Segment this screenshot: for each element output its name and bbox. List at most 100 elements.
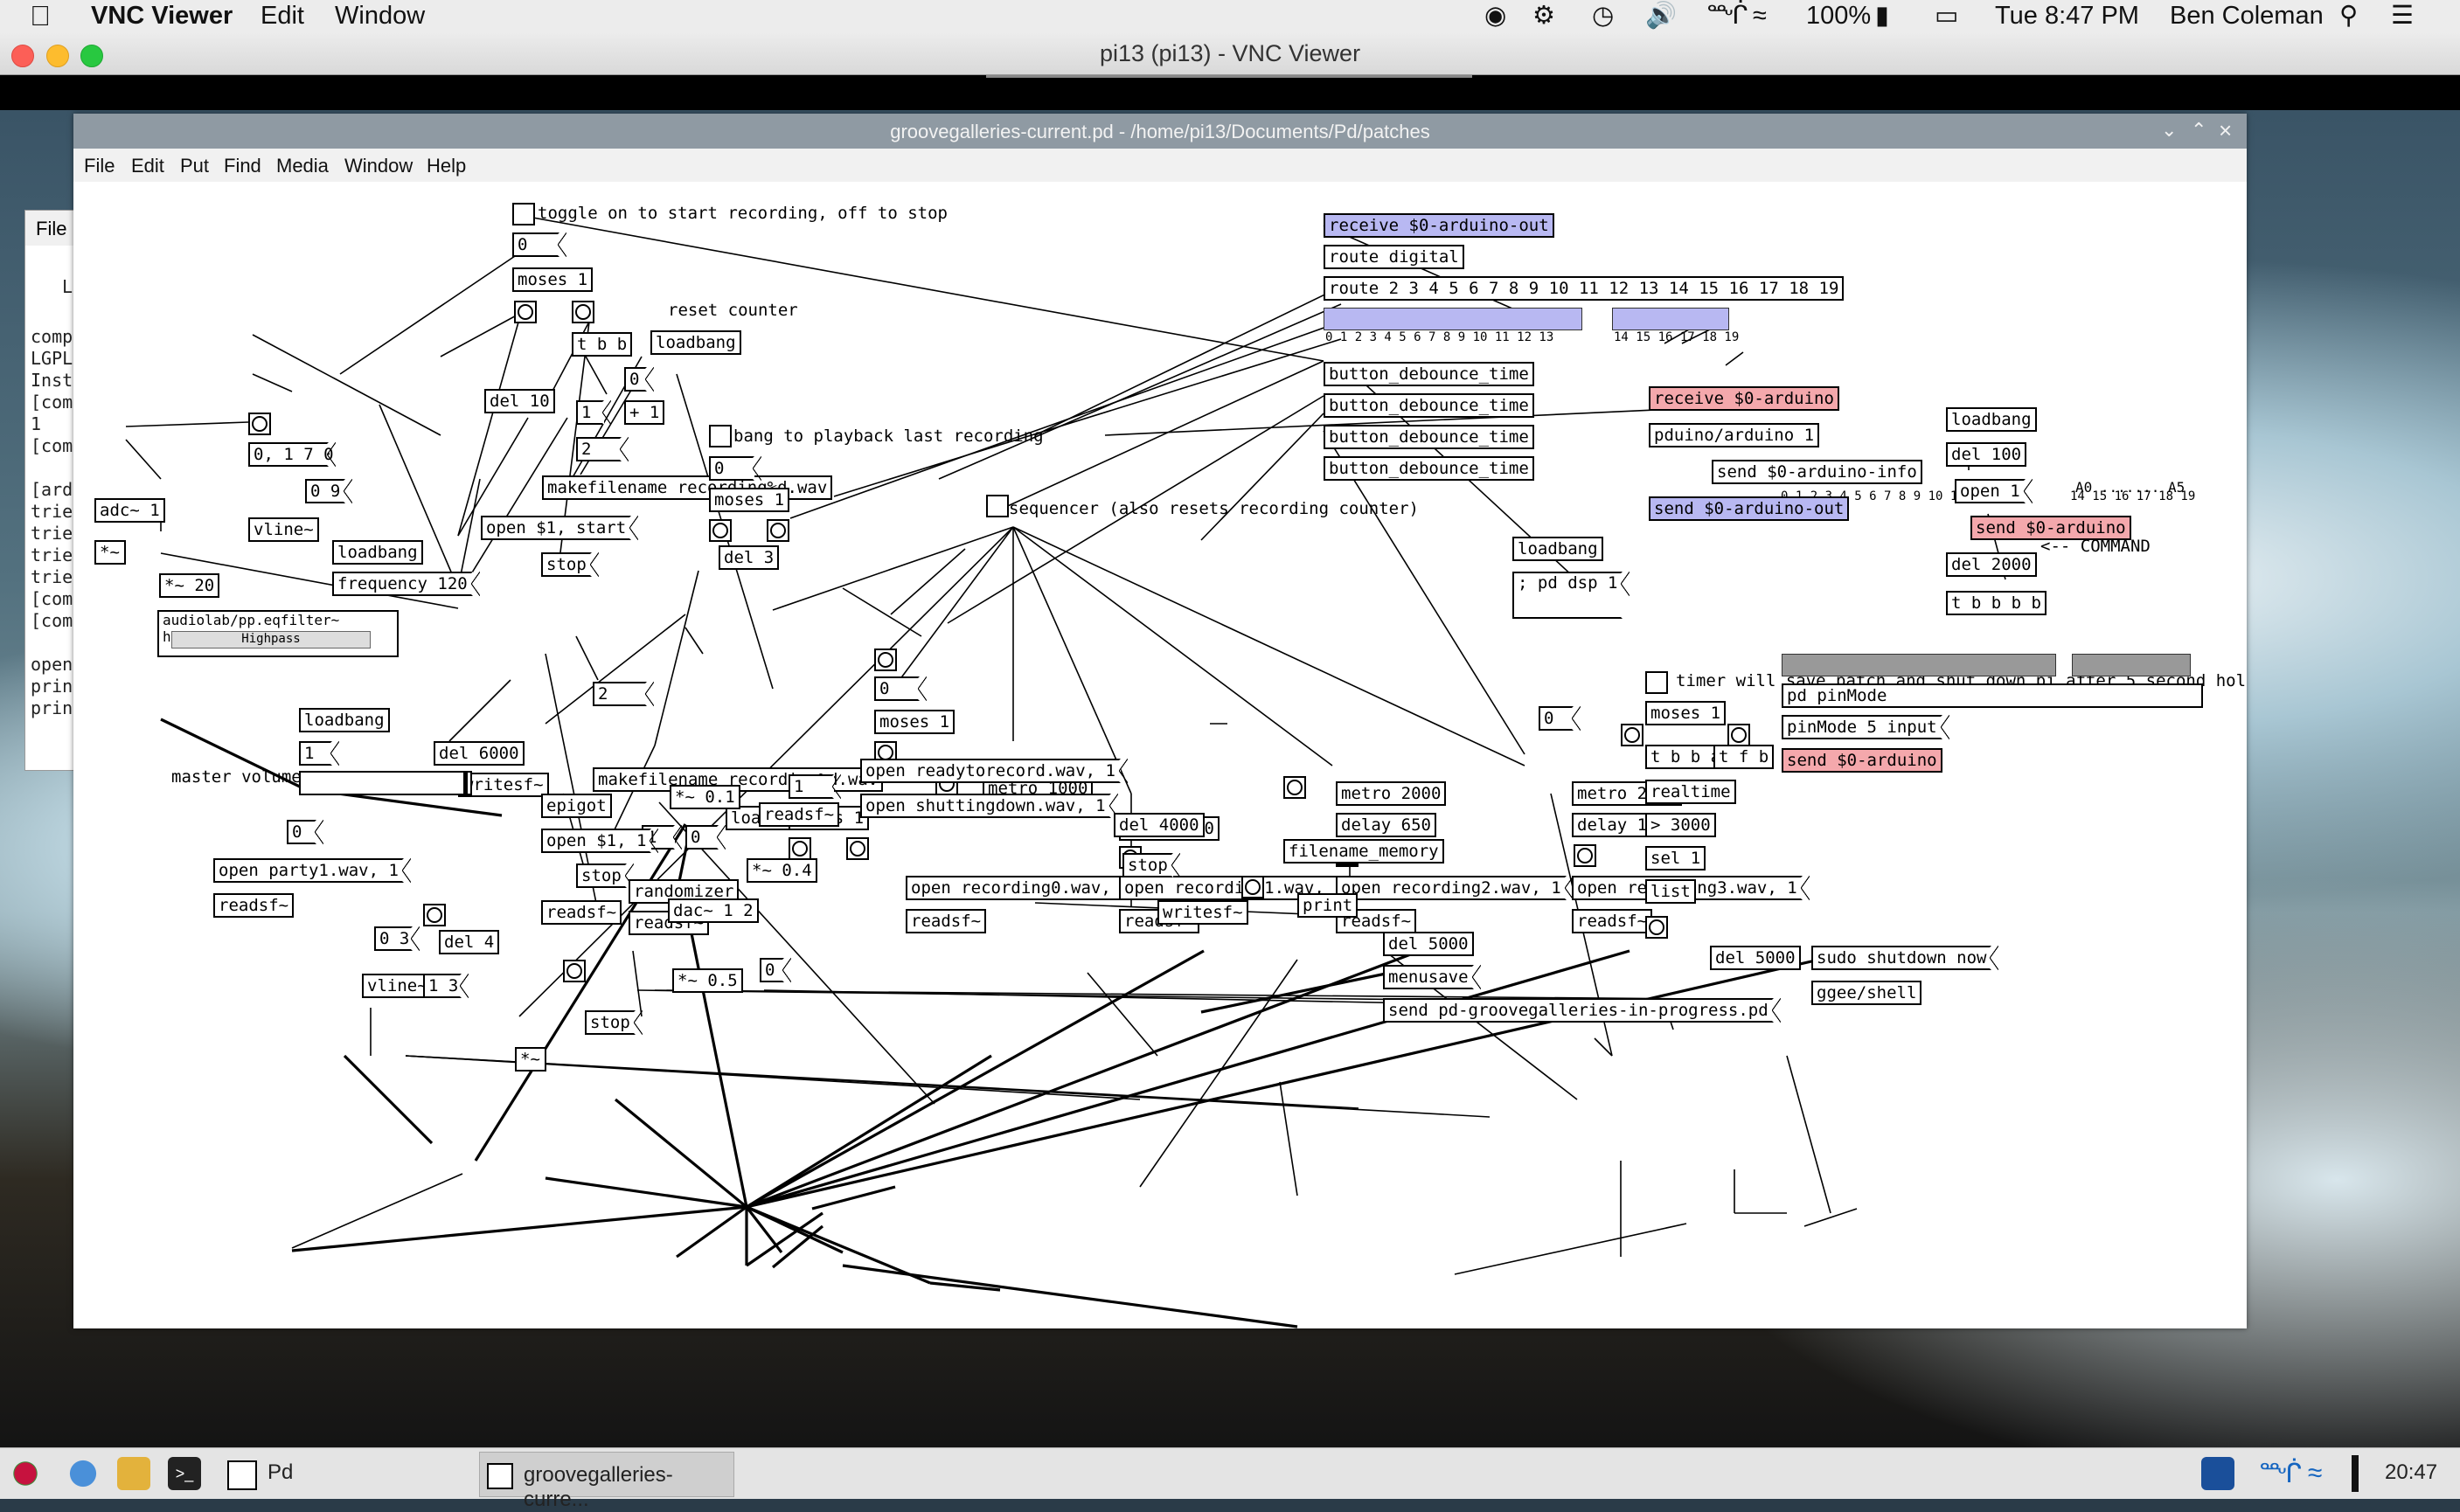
object-box[interactable]: readsf~ [213, 893, 295, 918]
highpass-button[interactable]: Highpass [171, 631, 371, 648]
object-box[interactable]: del 4 [439, 930, 500, 954]
message-box[interactable]: 0 [874, 676, 927, 701]
pin-mode-radio-b[interactable] [2072, 654, 2191, 676]
object-box[interactable]: metro 2000 [1336, 781, 1447, 806]
object-box[interactable]: button_debounce_time [1324, 425, 1534, 449]
object-box[interactable]: del 2000 [1946, 552, 2037, 577]
object-box[interactable]: dac~ 1 2 [668, 898, 759, 923]
object-box[interactable]: del 100 [1946, 442, 2027, 467]
wifi-icon[interactable]: ≈ [2308, 1459, 2323, 1488]
close-button[interactable] [11, 45, 34, 67]
object-box[interactable]: t b b b b [1946, 591, 2047, 615]
pd-patch-window[interactable]: groovegalleries-current.pd - /home/pi13/… [73, 114, 2247, 1328]
wifi-icon[interactable]: ≈ [1753, 2, 1767, 30]
spotlight-search-icon[interactable]: ⚲ [2339, 2, 2359, 30]
object-box[interactable]: button_debounce_time [1324, 393, 1534, 418]
bang-button[interactable] [1727, 724, 1750, 746]
slider-handle[interactable] [463, 773, 468, 794]
playback-bang[interactable] [709, 425, 732, 447]
object-box[interactable]: del 5000 [1383, 932, 1474, 956]
object-box[interactable]: loadbang [332, 540, 423, 565]
notification-center-icon[interactable]: ☰ [2391, 2, 2414, 30]
raspberry-menu-icon[interactable] [9, 1457, 42, 1490]
message-box[interactable]: 1 [789, 774, 841, 799]
minimize-button[interactable] [46, 45, 69, 67]
message-box[interactable]: 0 [624, 367, 654, 392]
message-box[interactable]: 0 [685, 825, 726, 850]
send-arduino-2[interactable]: send $0-arduino [1782, 748, 1942, 773]
message-box[interactable]: sudo shutdown now [1811, 946, 1999, 970]
pd-menu-media[interactable]: Media [276, 155, 329, 177]
bang-button[interactable] [789, 837, 811, 860]
pd-menu-window[interactable]: Window [344, 155, 413, 177]
object-box[interactable]: > 3000 [1645, 813, 1716, 837]
send-arduino-out[interactable]: send $0-arduino-out [1649, 496, 1850, 521]
digital-pin-toggles-b[interactable] [1612, 308, 1729, 330]
bang-button[interactable] [514, 301, 537, 323]
user-name[interactable]: Ben Coleman [2170, 2, 2324, 30]
volume-bar-icon[interactable] [2352, 1455, 2359, 1492]
bang-button[interactable] [846, 837, 869, 860]
bang-button[interactable] [248, 413, 271, 435]
send-arduino[interactable]: send $0-arduino [1970, 516, 2131, 540]
menu-window[interactable]: Window [335, 2, 426, 30]
object-box[interactable]: del 4000 [1114, 813, 1205, 837]
message-box[interactable]: open readytorecord.wav, 1 [860, 759, 1128, 783]
message-box[interactable]: stop [1122, 853, 1180, 877]
terminal-icon[interactable]: >_ [168, 1457, 201, 1490]
object-box[interactable]: *~ 0.5 [672, 968, 743, 993]
bang-button[interactable] [563, 960, 586, 982]
record-toggle[interactable] [512, 203, 535, 225]
object-box[interactable]: *~ 20 [159, 573, 220, 598]
pd-menu-help[interactable]: Help [427, 155, 467, 177]
menu-edit[interactable]: Edit [261, 2, 304, 30]
object-box[interactable]: readsf~ [1336, 909, 1417, 933]
object-box[interactable]: vline~ [362, 974, 433, 998]
message-box[interactable]: stop [576, 864, 634, 888]
pin-mode-radio-a[interactable] [1782, 654, 2056, 676]
object-box[interactable]: *~ [515, 1047, 546, 1072]
pd-taskbar-label[interactable]: Pd [268, 1460, 294, 1484]
task-button-groovegalleries[interactable]: groovegalleries-curre... [479, 1452, 734, 1511]
object-box[interactable]: readsf~ [1572, 909, 1653, 933]
bluetooth-icon[interactable]: ᙲ [1706, 2, 1748, 30]
bang-button[interactable] [1241, 876, 1264, 898]
bang-button[interactable] [767, 519, 789, 542]
close-icon[interactable]: × [2219, 117, 2233, 143]
bang-button[interactable] [572, 301, 594, 323]
message-box[interactable]: stop [541, 552, 599, 577]
bang-button[interactable] [709, 519, 732, 542]
menu-app-name[interactable]: VNC Viewer [91, 2, 233, 30]
vnc-server-icon[interactable] [2201, 1457, 2234, 1490]
object-box[interactable]: writesf~ [1157, 900, 1248, 925]
object-box[interactable]: sel 1 [1645, 846, 1706, 870]
message-box[interactable]: 0 3 [374, 926, 420, 951]
apple-icon[interactable]:  [30, 0, 51, 31]
message-box[interactable]: 0 9 [305, 479, 352, 503]
object-box[interactable]: loadbang [650, 330, 741, 355]
message-box[interactable]: open $1, start [481, 516, 639, 540]
message-box[interactable]: 0 [1539, 706, 1581, 731]
message-box[interactable]: ; pd dsp 1 [1512, 572, 1630, 619]
message-box[interactable]: 0, 1 7 0 [248, 442, 336, 467]
pd-window-titlebar[interactable]: groovegalleries-current.pd - /home/pi13/… [73, 114, 2247, 149]
zoom-button[interactable] [80, 45, 103, 67]
object-box[interactable]: *~ 0.4 [747, 858, 817, 883]
pd-menu-find[interactable]: Find [224, 155, 261, 177]
object-box[interactable]: moses 1 [512, 267, 594, 292]
message-box[interactable]: 2 [593, 682, 654, 706]
object-box[interactable]: epigot [541, 794, 612, 818]
message-box[interactable]: 0 [709, 456, 761, 481]
master-volume-slider[interactable] [299, 771, 472, 795]
receive-arduino[interactable]: receive $0-arduino [1649, 386, 1839, 411]
object-box[interactable]: readsf~ [759, 802, 840, 827]
sequencer-toggle[interactable] [986, 495, 1009, 517]
message-box[interactable]: menusave [1383, 965, 1480, 989]
bang-button[interactable] [1283, 776, 1306, 799]
message-box[interactable]: open recording0.wav, 1 [906, 876, 1143, 900]
pd-menu-file[interactable]: File [84, 155, 115, 177]
object-box[interactable]: ggee/shell [1811, 981, 1922, 1005]
object-box[interactable]: route 2 3 4 5 6 7 8 9 10 11 12 13 14 15 … [1324, 276, 1845, 301]
object-box[interactable]: list [1645, 879, 1696, 904]
pd-console-window-partial[interactable]: File L comp LGPL Instit [com 1 [com [ard… [24, 210, 94, 771]
